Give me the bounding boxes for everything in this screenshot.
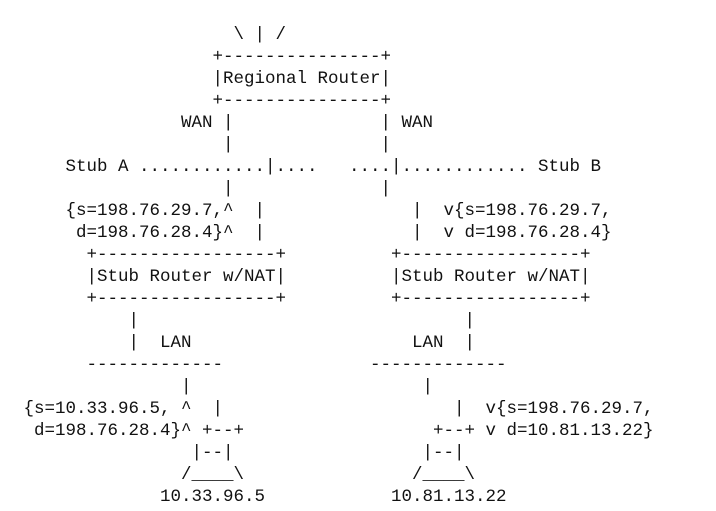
diagram-line-16: ------------- -------------	[13, 355, 507, 375]
diagram-line-1: \ | /	[13, 25, 286, 45]
diagram-line-15: | LAN LAN |	[13, 333, 475, 353]
diagram-line-5: WAN | | WAN	[13, 113, 433, 133]
diagram-line-17: | |	[13, 377, 433, 397]
diagram-line-13: +-----------------+ +-----------------+	[13, 289, 591, 309]
diagram-line-10: d=198.76.28.4}^ | | v d=198.76.28.4}	[13, 223, 612, 243]
diagram-line-8: | |	[13, 179, 391, 199]
diagram-line-7: Stub A ............|.... ....|..........…	[13, 157, 601, 177]
diagram-line-18: {s=10.33.96.5, ^ | | v{s=198.76.29.7,	[13, 399, 654, 419]
diagram-line-14: | |	[13, 311, 475, 331]
diagram-line-19: d=198.76.28.4}^ +--+ +--+ v d=10.81.13.2…	[13, 421, 654, 441]
diagram-line-21: /____\ /____\	[13, 465, 475, 485]
diagram-line-3: |Regional Router|	[13, 69, 391, 89]
diagram-line-22: 10.33.96.5 10.81.13.22	[13, 487, 507, 507]
diagram-line-12: |Stub Router w/NAT| |Stub Router w/NAT|	[13, 267, 591, 287]
diagram-line-11: +-----------------+ +-----------------+	[13, 245, 591, 265]
diagram-line-20: |--| |--|	[13, 443, 465, 463]
diagram-line-6: | |	[13, 135, 391, 155]
diagram-line-4: +---------------+	[13, 91, 391, 111]
diagram-line-9: {s=198.76.29.7,^ | | v{s=198.76.29.7,	[13, 201, 612, 221]
diagram-line-2: +---------------+	[13, 47, 391, 67]
